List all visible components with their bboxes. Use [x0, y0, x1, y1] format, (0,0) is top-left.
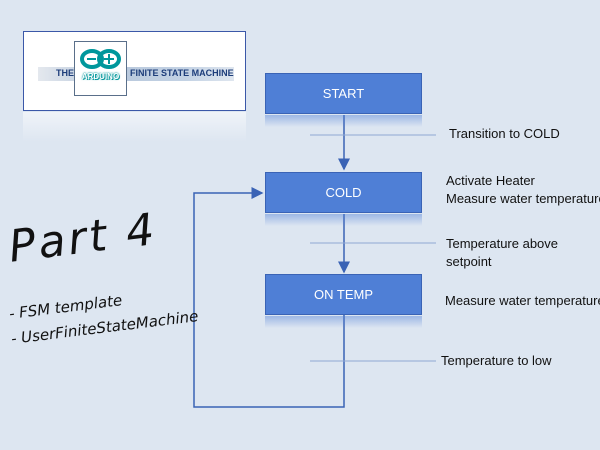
cold-action-1: Activate Heater: [446, 173, 535, 188]
arduino-fsm-logo: THE ARDUINO FINITE STATE MACHINE: [23, 31, 246, 111]
state-cold-reflection: [265, 214, 422, 226]
state-on-temp: ON TEMP: [265, 274, 422, 315]
logo-prefix: THE: [56, 68, 74, 78]
arrow-ontemp-to-cold: [193, 187, 345, 408]
logo-suffix: FINITE STATE MACHINE: [130, 68, 234, 78]
transition-to-low-label: Temperature to low: [441, 353, 552, 368]
transition-above-line1: Temperature above: [446, 236, 559, 251]
transition-above-line2: setpoint: [446, 254, 492, 269]
state-start: START: [265, 73, 422, 114]
state-start-reflection: [265, 115, 422, 127]
arduino-logo-icon: ARDUINO: [74, 41, 127, 96]
cold-action-2: Measure water temperature: [446, 191, 600, 206]
infinity-icon: [80, 49, 121, 69]
state-cold: COLD: [265, 172, 422, 213]
on-temp-action-1: Measure water temperature: [445, 293, 600, 308]
transition-to-cold-label: Transition to COLD: [449, 126, 560, 141]
logo-reflection: [23, 112, 246, 142]
logo-brand: ARDUINO: [81, 72, 120, 81]
state-on-temp-reflection: [265, 316, 422, 328]
